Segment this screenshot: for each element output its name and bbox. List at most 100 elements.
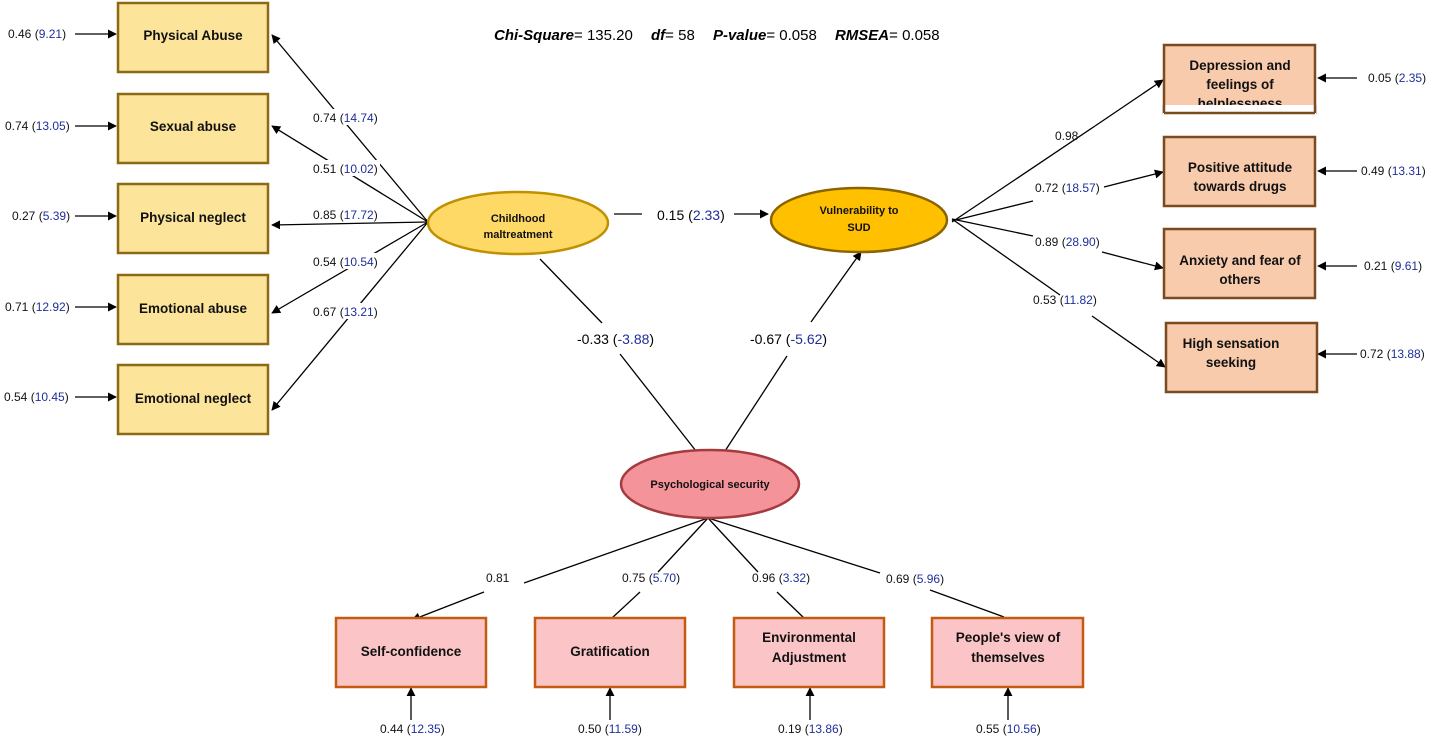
indicator-label-line2: seeking xyxy=(1206,355,1256,370)
security-error-labels: 0.44 (12.35) 0.50 (11.59) 0.19 (13.86) 0… xyxy=(380,722,1041,736)
indicator-label-line1: Depression and xyxy=(1189,58,1290,73)
loading-label-depression: 0.98 xyxy=(1055,129,1079,143)
loading-label-emotional-neglect: 0.67 (13.21) xyxy=(310,303,380,319)
loading-line-environmental xyxy=(707,517,759,573)
svg-text:0.67 (13.21): 0.67 (13.21) xyxy=(313,305,378,319)
loading-line-depression xyxy=(951,125,1096,223)
loading-label-sensation-seeking: 0.53 (11.82) xyxy=(1033,293,1097,307)
indicator-label: Emotional abuse xyxy=(139,301,248,316)
structural-arrow-security-to-vulnerability xyxy=(810,251,862,323)
loading-arrow-anxiety xyxy=(1101,251,1164,271)
indicator-box-positive-attitude: Positive attitude towards drugs xyxy=(1162,135,1317,208)
structural-label-security-to-childhood: -0.33 (-3.88) xyxy=(577,331,654,347)
loading-arrow-self-confidence xyxy=(411,591,485,622)
indicator-box-physical-neglect: Physical neglect xyxy=(116,182,270,255)
loading-arrow-peoples-view xyxy=(929,589,1005,618)
vulnerability-loading-labels: 0.98 0.72 (18.57) 0.89 (28.90) 0.53 (11.… xyxy=(1033,129,1100,307)
indicator-label-line1: Anxiety and fear of xyxy=(1179,253,1301,268)
childhood-indicators: Physical Abuse Sexual abuse Physical neg… xyxy=(116,1,270,436)
loading-arrow-depression xyxy=(1094,79,1164,127)
indicator-label-line1: People's view of xyxy=(956,630,1061,645)
structural-line-security-childhood-upper xyxy=(539,258,603,324)
loading-arrow-environmental xyxy=(776,591,805,619)
latent-childhood-maltreatment: Childhood maltreatment xyxy=(426,190,610,256)
indicator-label-line1: High sensation xyxy=(1183,336,1280,351)
structural-label-childhood-to-vulnerability: 0.15 (2.33) xyxy=(657,207,725,223)
childhood-error-labels: 0.46 (9.21) 0.74 (13.05) 0.27 (5.39) 0.7… xyxy=(4,27,70,404)
indicator-box-anxiety: Anxiety and fear of others xyxy=(1162,227,1317,300)
svg-text:0.85 (17.72): 0.85 (17.72) xyxy=(313,208,378,222)
indicator-box-peoples-view: People's view of themselves xyxy=(930,616,1085,689)
indicator-box-physical-abuse: Physical Abuse xyxy=(116,1,270,74)
vulnerability-indicators: Depression and feelings of helplessness … xyxy=(1162,43,1319,394)
indicator-box-gratification: Gratification xyxy=(533,616,687,689)
indicator-box-environmental-adjustment: Environmental Adjustment xyxy=(732,616,886,689)
error-label-self-confidence: 0.44 (12.35) xyxy=(380,722,445,736)
loading-label-physical-abuse: 0.74 (14.74) xyxy=(310,109,380,125)
loading-label-sexual-abuse: 0.51 (10.02) xyxy=(310,160,380,176)
loading-line-self-confidence xyxy=(523,517,709,584)
error-label-anxiety: 0.21 (9.61) xyxy=(1364,259,1422,273)
loading-arrow-physical-neglect xyxy=(271,220,429,230)
vulnerability-error-labels: 0.05 (2.35) 0.49 (13.31) 0.21 (9.61) 0.7… xyxy=(1360,71,1426,361)
loading-line-gratification xyxy=(657,517,709,573)
loading-arrow-sensation-seeking xyxy=(1091,315,1166,368)
indicator-label-line1: Positive attitude xyxy=(1188,160,1293,175)
structural-line-security-vulnerability-lower xyxy=(724,355,788,452)
loading-label-emotional-abuse: 0.54 (10.54) xyxy=(310,253,380,269)
error-label-sensation-seeking: 0.72 (13.88) xyxy=(1360,347,1425,361)
security-indicators: Self-confidence Gratification Environmen… xyxy=(334,616,1085,689)
svg-text:0.74 (14.74): 0.74 (14.74) xyxy=(313,111,378,125)
error-label-sexual-abuse: 0.74 (13.05) xyxy=(5,119,70,133)
loading-arrow-physical-abuse xyxy=(271,34,429,223)
structural-line-security-childhood-lower xyxy=(619,353,697,452)
error-label-physical-neglect: 0.27 (5.39) xyxy=(12,209,70,223)
structural-label-security-to-vulnerability: -0.67 (-5.62) xyxy=(750,331,827,347)
indicator-label-line2: feelings of xyxy=(1206,77,1274,92)
loading-line-anxiety xyxy=(951,218,1034,237)
error-label-depression: 0.05 (2.35) xyxy=(1368,71,1426,85)
loading-line-positive-attitude xyxy=(951,200,1034,222)
error-label-emotional-neglect: 0.54 (10.45) xyxy=(4,390,69,404)
latent-label: Psychological security xyxy=(650,479,770,491)
latent-vulnerability-to-sud: Vulnerability to SUD xyxy=(769,186,949,254)
loading-line-sensation-seeking xyxy=(951,218,1061,296)
loading-label-environmental: 0.96 (3.32) xyxy=(752,571,810,585)
error-label-peoples-view: 0.55 (10.56) xyxy=(976,722,1041,736)
loading-label-gratification: 0.75 (5.70) xyxy=(622,571,680,585)
error-label-emotional-abuse: 0.71 (12.92) xyxy=(5,300,70,314)
indicator-box-sensation-seeking: High sensation seeking xyxy=(1164,321,1319,394)
indicator-label-line2: others xyxy=(1219,272,1260,287)
indicator-label: Physical neglect xyxy=(140,210,246,225)
loading-label-physical-neglect: 0.85 (17.72) xyxy=(310,206,380,222)
path-lines xyxy=(75,29,1357,720)
loading-line-peoples-view xyxy=(707,517,881,574)
indicator-label: Self-confidence xyxy=(361,644,462,659)
indicator-box-sexual-abuse: Sexual abuse xyxy=(116,92,270,165)
latent-psychological-security: Psychological security xyxy=(619,448,801,520)
loading-label-anxiety: 0.89 (28.90) xyxy=(1035,235,1100,249)
indicator-label-line1: Environmental xyxy=(762,630,856,645)
latent-label-line1: Childhood xyxy=(491,213,545,225)
indicator-label-line2: themselves xyxy=(971,650,1045,665)
error-label-gratification: 0.50 (11.59) xyxy=(578,722,642,736)
indicator-box-emotional-abuse: Emotional abuse xyxy=(116,273,270,346)
indicator-label: Gratification xyxy=(570,644,650,659)
error-label-environmental: 0.19 (13.86) xyxy=(778,722,843,736)
svg-text:0.51 (10.02): 0.51 (10.02) xyxy=(313,162,378,176)
security-loading-labels: 0.81 0.75 (5.70) 0.96 (3.32) 0.69 (5.96) xyxy=(486,571,944,586)
fit-statistics: Chi-Square= 135.20 df= 58 P-value= 0.058… xyxy=(494,27,940,44)
indicator-label: Emotional neglect xyxy=(135,391,252,406)
loading-label-positive-attitude: 0.72 (18.57) xyxy=(1035,181,1100,195)
indicator-box-self-confidence: Self-confidence xyxy=(334,616,488,689)
latent-label-line2: SUD xyxy=(847,222,870,234)
indicator-label-line2: towards drugs xyxy=(1193,179,1286,194)
latent-label-line1: Vulnerability to xyxy=(819,205,898,217)
loading-label-peoples-view: 0.69 (5.96) xyxy=(886,572,944,586)
childhood-loading-labels: 0.74 (14.74) 0.51 (10.02) 0.85 (17.72) 0… xyxy=(310,109,380,319)
loading-arrow-gratification xyxy=(611,591,641,619)
svg-text:0.54 (10.54): 0.54 (10.54) xyxy=(313,255,378,269)
loading-arrow-positive-attitude xyxy=(1103,169,1164,188)
latent-label-line2: maltreatment xyxy=(483,229,552,241)
